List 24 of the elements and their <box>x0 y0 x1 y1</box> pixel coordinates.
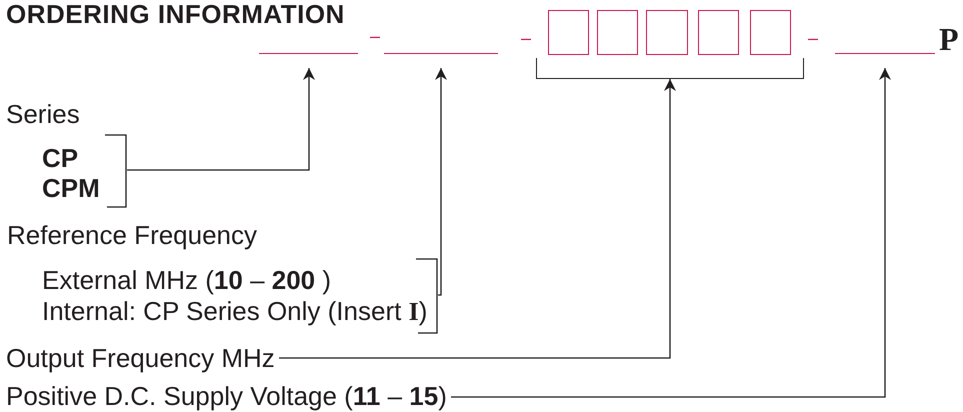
entry-box <box>548 10 589 55</box>
option-text: CPM <box>42 173 100 203</box>
slot-line <box>835 53 935 55</box>
option-text: Internal: CP Series Only (Insert I) <box>42 296 428 327</box>
suffix-letter: P <box>939 20 959 58</box>
arrow <box>279 79 676 359</box>
slot-line <box>384 53 498 55</box>
dash-mark: – <box>370 25 380 48</box>
slot-line <box>259 53 358 55</box>
section-heading: Series <box>6 99 80 129</box>
entry-box <box>750 10 791 55</box>
entry-box <box>698 10 739 55</box>
dash-mark: – <box>521 27 532 50</box>
arrow <box>451 68 891 398</box>
arrow <box>127 68 315 171</box>
brace-bracket <box>536 58 804 79</box>
option-text: External MHz (10 – 200 ) <box>42 265 332 295</box>
entry-box <box>597 10 638 55</box>
entry-box <box>646 10 688 55</box>
section-heading: Reference Frequency <box>7 220 258 250</box>
arrow <box>435 68 447 296</box>
title: ORDERING INFORMATION <box>6 0 345 28</box>
dash-mark: – <box>808 27 818 50</box>
option-text: CP <box>42 143 78 173</box>
